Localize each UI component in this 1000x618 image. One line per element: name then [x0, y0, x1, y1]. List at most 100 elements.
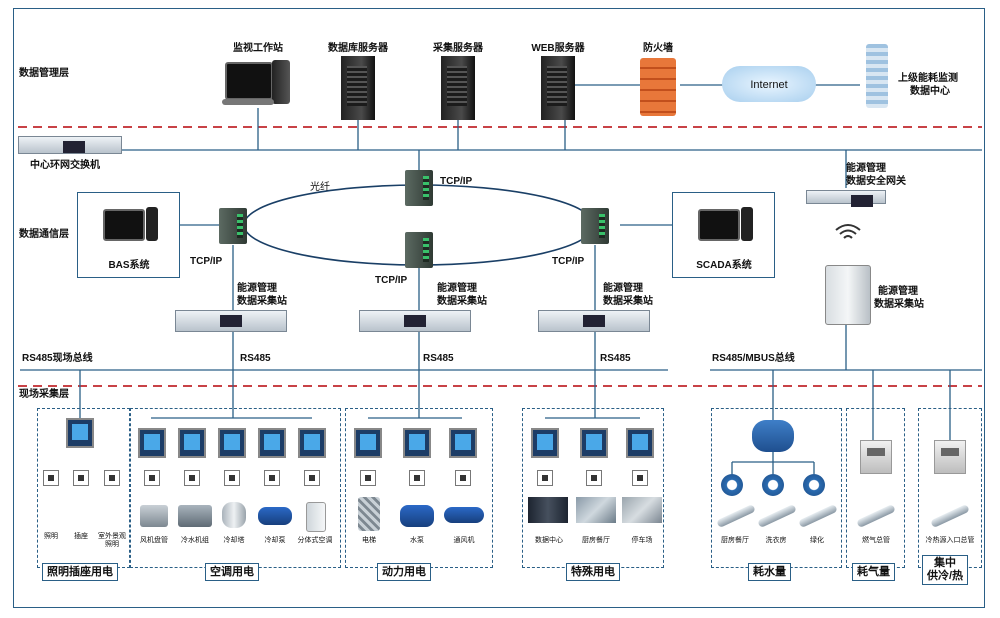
- ventilator-icon: [444, 507, 484, 523]
- item-gas-main: 燃气总管: [862, 537, 890, 544]
- item-lighting: 照明: [44, 533, 58, 540]
- internet-label: Internet: [750, 79, 788, 91]
- monitor-icon: [103, 209, 145, 241]
- server-icon: [341, 56, 375, 120]
- data-center-photo: [528, 497, 568, 523]
- firewall-icon: [640, 58, 676, 116]
- wifi-icon: [835, 224, 861, 239]
- fan-coil-icon: [140, 505, 168, 527]
- bas-system-box: BAS系统: [77, 192, 180, 278]
- meter-icon: [626, 428, 654, 458]
- breaker-icon: [304, 470, 320, 486]
- item-landscape: 室外景观照明: [98, 533, 126, 549]
- collector-station-mid: [359, 310, 471, 332]
- station-left-line2: 数据采集站: [237, 296, 287, 307]
- item-data-center: 数据中心: [535, 537, 563, 544]
- item-cooling-pump: 冷却泵: [264, 537, 286, 544]
- tag-hvac: 空调用电: [205, 563, 259, 581]
- monitor-icon: [225, 62, 273, 100]
- water-meter-icon: [762, 474, 784, 496]
- item-socket: 插座: [74, 533, 88, 540]
- workstation-label: 监视工作站: [233, 43, 283, 54]
- gateway-line2: 数据安全网关: [846, 176, 906, 187]
- meter-icon: [354, 428, 382, 458]
- station-left-line1: 能源管理: [237, 283, 277, 294]
- core-switch-icon: [18, 136, 122, 154]
- station-mid-line1: 能源管理: [437, 283, 477, 294]
- tcpip-left-label: TCP/IP: [190, 256, 223, 267]
- web-server-label: WEB服务器: [531, 43, 585, 54]
- breaker-icon: [264, 470, 280, 486]
- breaker-icon: [73, 470, 89, 486]
- meter-icon: [218, 428, 246, 458]
- tower-icon: [272, 60, 290, 104]
- diagram-frame: [13, 8, 985, 608]
- item-greening: 绿化: [810, 537, 824, 544]
- ring-switch-left: [219, 208, 247, 244]
- tcpip-bottom-label: TCP/IP: [375, 275, 408, 286]
- meter-icon: [580, 428, 608, 458]
- breaker-icon: [409, 470, 425, 486]
- elevator-icon: [358, 497, 380, 531]
- chiller-icon: [178, 505, 212, 527]
- water-branch-lines: [731, 452, 815, 474]
- collect-server-label: 采集服务器: [433, 43, 483, 54]
- cabinet-station-line2: 数据采集站: [874, 299, 924, 310]
- rs485-mbus-label: RS485/MBUS总线: [712, 353, 795, 364]
- station-right-line2: 数据采集站: [603, 296, 653, 307]
- kitchen-photo: [576, 497, 616, 523]
- water-meter-icon: [721, 474, 743, 496]
- item-parking: 停车场: [631, 537, 653, 544]
- tag-water: 耗水量: [748, 563, 791, 581]
- breaker-icon: [43, 470, 59, 486]
- db-server-label: 数据库服务器: [328, 43, 388, 54]
- tower-icon: [146, 207, 158, 241]
- tag-power: 动力用电: [377, 563, 431, 581]
- water-pump-icon: [400, 505, 434, 527]
- breaker-icon: [360, 470, 376, 486]
- item-cooling-tower: 冷却塔: [223, 537, 245, 544]
- item-fan-coil: 风机盘管: [140, 537, 168, 544]
- upper-center-line1: 上级能耗监测: [898, 73, 958, 84]
- meter-icon: [531, 428, 559, 458]
- ring-switch-right: [581, 208, 609, 244]
- split-ac-icon: [306, 502, 326, 532]
- bas-label: BAS系统: [108, 260, 150, 271]
- main-water-meter-icon: [752, 420, 794, 452]
- rs485-mid-label: RS485: [423, 353, 454, 364]
- tag-gas: 耗气量: [852, 563, 895, 581]
- scada-system-box: SCADA系统: [672, 192, 775, 278]
- rs485-right-label: RS485: [600, 353, 631, 364]
- meter-icon: [403, 428, 431, 458]
- server-icon: [441, 56, 475, 120]
- cabinet-station-line1: 能源管理: [878, 286, 918, 297]
- collector-cabinet-icon: [825, 265, 871, 325]
- layer-label-communication: 数据通信层: [19, 229, 69, 240]
- item-laundry: 洗衣房: [765, 537, 787, 544]
- collector-station-right: [538, 310, 650, 332]
- breaker-icon: [104, 470, 120, 486]
- breaker-icon: [144, 470, 160, 486]
- heat-meter-icon: [934, 440, 966, 474]
- pump-icon: [258, 507, 292, 525]
- tag-lighting: 照明插座用电: [42, 563, 118, 581]
- gas-meter-icon: [860, 440, 892, 474]
- layer-label-field: 现场采集层: [19, 389, 69, 400]
- meter-icon: [66, 418, 94, 448]
- station-right-line1: 能源管理: [603, 283, 643, 294]
- parking-photo: [622, 497, 662, 523]
- item-kitchen: 厨房餐厅: [582, 537, 610, 544]
- tcpip-right-label: TCP/IP: [552, 256, 585, 267]
- tag-heating-cooling-line1: 集中: [934, 557, 957, 569]
- cloud-icon: [722, 66, 816, 102]
- item-split-ac: 分体式空调: [297, 537, 333, 544]
- ring-switch-top: [405, 170, 433, 206]
- item-water-pump: 水泵: [410, 537, 424, 544]
- meter-icon: [298, 428, 326, 458]
- water-meter-icon: [803, 474, 825, 496]
- breaker-icon: [537, 470, 553, 486]
- meter-icon: [138, 428, 166, 458]
- server-icon: [541, 56, 575, 120]
- tag-special: 特殊用电: [566, 563, 620, 581]
- cooling-tower-icon: [222, 502, 246, 528]
